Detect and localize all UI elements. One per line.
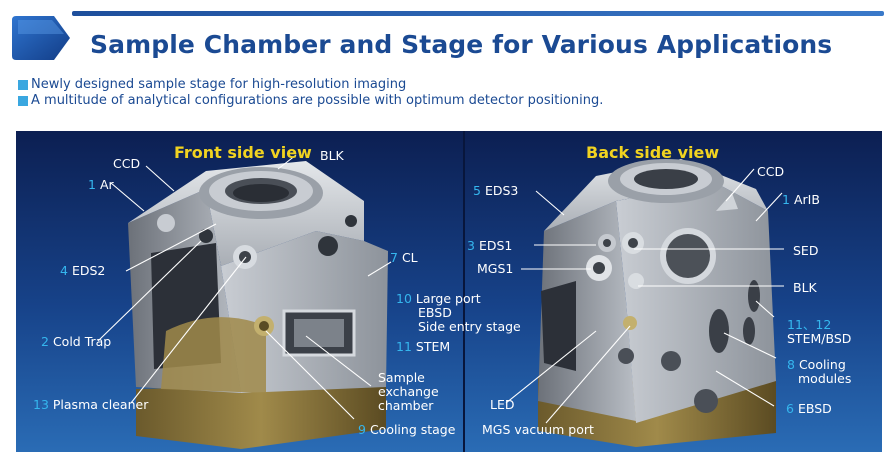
front-label-cooling-stage: 9 Cooling stage [358,423,455,437]
label-text: CL [401,250,418,265]
label-text: STEM [415,339,451,354]
label-text: Ar [99,177,114,192]
label-number: 1 [88,177,96,192]
label-text: SED [793,243,819,258]
label-number: 7 [390,250,398,265]
label-text: EBSD [797,401,832,416]
label-text: Cold Trap [52,334,112,349]
label-text: EDS1 [478,238,513,253]
panel-divider [463,131,465,452]
front-label-cl: 7 CL [390,251,418,265]
label-text: modules [798,371,852,386]
back-chamber-graphic [538,159,776,447]
back-label-large-port: 10 Large port EBSD Side entry stage [396,292,521,334]
label-number: 13 [33,397,49,412]
bullet-square-icon [18,79,28,90]
label-text: EDS3 [484,183,519,198]
back-label-ccd: CCD [757,165,784,179]
back-view-title: Back side view [586,143,720,162]
front-label-sample-exchange: Sample exchange chamber [378,371,439,413]
label-text: Sample [378,370,425,385]
front-label-plasma-cleaner: 13 Plasma cleaner [33,398,148,412]
label-number: 11、12 [787,317,832,332]
label-number: 9 [358,422,366,437]
label-text: Cooling [798,357,846,372]
bullet-item: A multitude of analytical configurations… [18,93,603,108]
header-rule [72,11,884,16]
bullet-text: Newly designed sample stage for high-res… [31,77,407,92]
page-title: Sample Chamber and Stage for Various App… [90,30,833,59]
label-number: 5 [473,183,481,198]
back-label-arib: 1 ArIB [782,193,820,207]
label-number: 4 [60,263,68,278]
back-label-led: LED [490,398,515,412]
back-label-blk: BLK [793,281,817,295]
label-text: EDS2 [71,263,106,278]
label-number: 10 [396,291,412,306]
label-text: ArIB [793,192,820,207]
label-text: MGS vacuum port [482,422,594,437]
label-number: 3 [467,238,475,253]
label-text: CCD [757,164,785,179]
label-number: 1 [782,192,790,207]
back-label-mgs-vacuum-port: MGS vacuum port [482,423,594,437]
label-number: 8 [787,357,795,372]
front-label-eds2: 4 EDS2 [60,264,105,278]
label-text: exchange [378,384,439,399]
bullet-text: A multitude of analytical configurations… [31,93,604,108]
front-view-title: Front side view [174,143,312,162]
label-number: 6 [786,401,794,416]
label-text: EBSD [418,305,452,320]
label-number: 11 [396,339,412,354]
header-arrow-badge [12,16,70,60]
back-label-eds3: 5 EDS3 [473,184,518,198]
label-text: chamber [378,398,434,413]
label-number: 2 [41,334,49,349]
label-text: BLK [793,280,817,295]
front-label-ccd: CCD [113,157,140,171]
back-label-sed: SED [793,244,818,258]
front-label-blk: BLK [320,149,344,163]
back-label-mgs1: MGS1 [477,262,513,276]
label-text: BLK [320,148,344,163]
label-text: CCD [113,156,141,171]
bullet-item: Newly designed sample stage for high-res… [18,77,406,92]
back-label-ebsd: 6 EBSD [786,402,832,416]
label-text: MGS1 [477,261,514,276]
front-label-ar: 1 Ar [88,178,114,192]
back-label-stem: 11 STEM [396,340,450,354]
label-text: Plasma cleaner [52,397,149,412]
label-text: Side entry stage [418,319,521,334]
label-text: Large port [415,291,481,306]
label-text: STEM/BSD [787,331,852,346]
back-label-cooling-modules: 8 Cooling modules [787,358,851,386]
chamber-illustration [97,154,784,449]
front-chamber-graphic [128,161,388,449]
bullet-square-icon [18,95,28,106]
back-label-stem-bsd: 11、12 STEM/BSD [787,318,851,346]
label-text: Cooling stage [369,422,456,437]
front-label-cold-trap: 2 Cold Trap [41,335,111,349]
leader-lines [97,154,784,424]
label-text: LED [490,397,515,412]
back-label-eds1: 3 EDS1 [467,239,512,253]
